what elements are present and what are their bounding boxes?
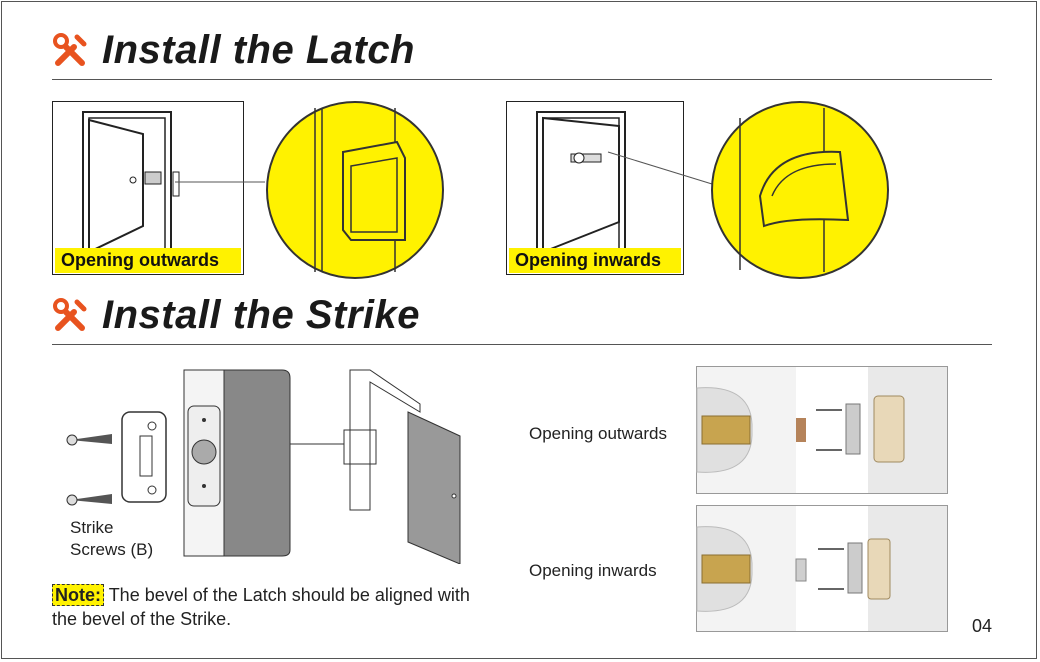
tools-icon: [52, 33, 88, 69]
note-tag: Note:: [52, 584, 104, 606]
page-number: 04: [972, 616, 992, 637]
strike-screws-label: Strike Screws (B): [70, 517, 153, 561]
tools-icon: [52, 298, 88, 334]
strike-section-header: Install the Strike: [52, 293, 420, 338]
bevel-note: Note: The bevel of the Latch should be a…: [52, 583, 492, 631]
latch-inwards-zoom: [600, 100, 920, 280]
strike-screws-label-line2: Screws (B): [70, 540, 153, 559]
strike-section-title: Install the Strike: [102, 293, 420, 338]
latch-section-header: Install the Latch: [52, 28, 415, 73]
strike-screws-label-line1: Strike: [70, 518, 113, 537]
photo-outwards-caption: Opening outwards: [529, 424, 667, 444]
latch-section-title: Install the Latch: [102, 28, 415, 73]
latch-divider: [52, 79, 992, 80]
note-text: The bevel of the Latch should be aligned…: [52, 585, 470, 629]
latch-outwards-zoom: [175, 100, 445, 280]
photo-inwards-caption: Opening inwards: [529, 561, 657, 581]
strike-divider: [52, 344, 992, 345]
photo-outwards: [696, 366, 948, 494]
photo-inwards: [696, 505, 948, 633]
